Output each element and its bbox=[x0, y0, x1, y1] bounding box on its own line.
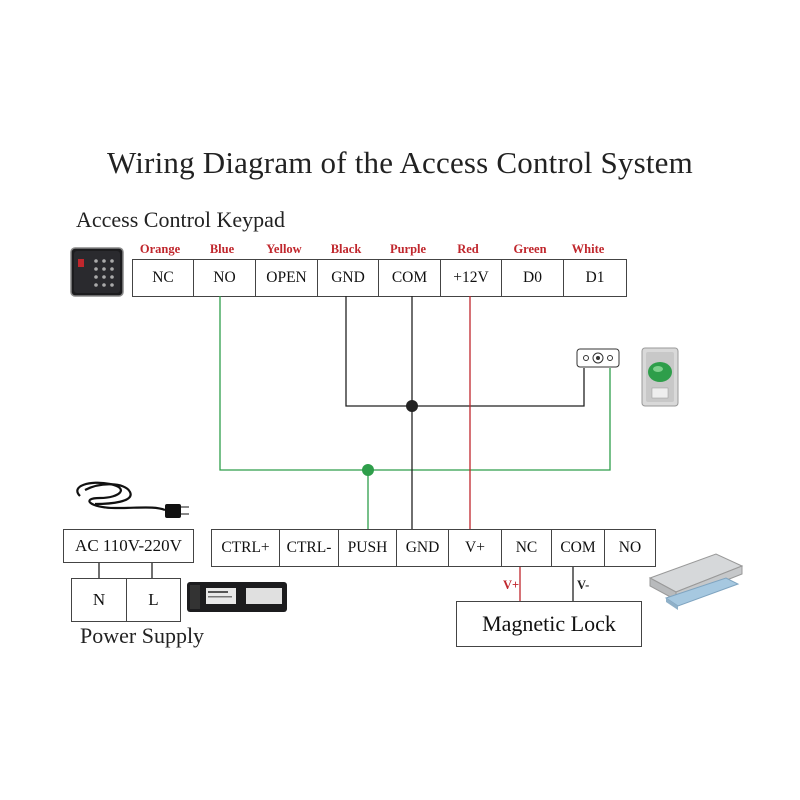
ps-terminal-l: L bbox=[148, 590, 159, 609]
black-wire-gnd bbox=[345, 296, 585, 407]
magnetic-lock-box: Magnetic Lock bbox=[456, 601, 642, 647]
power-cord-image bbox=[70, 478, 190, 528]
keypad-terminal-com: COM bbox=[379, 260, 441, 296]
controller-terminal-ctrl-plus: CTRL+ bbox=[212, 530, 280, 566]
ac-input-box: AC 110V-220V bbox=[63, 529, 194, 563]
keypad-terminal-d0: D0 bbox=[502, 260, 564, 296]
keypad-device-image bbox=[70, 247, 124, 297]
exit-button-device bbox=[640, 346, 680, 408]
keypad-terminal-d1: D1 bbox=[585, 269, 605, 286]
wire-color-green: Green bbox=[513, 242, 547, 256]
magnetic-lock-device-image bbox=[646, 548, 746, 618]
keypad-terminal-no: NO bbox=[194, 260, 256, 296]
ps-terminal-n: N bbox=[72, 579, 127, 621]
keypad-terminal-strip: NC NO OPEN GND COM +12V D0 D1 bbox=[132, 259, 627, 297]
power-supply-device-image bbox=[186, 580, 288, 614]
keypad-label: Access Control Keypad bbox=[76, 207, 285, 232]
lock-vplus-label: V+ bbox=[503, 578, 520, 592]
controller-terminal-ctrl-minus: CTRL- bbox=[280, 530, 339, 566]
controller-terminal-nc: NC bbox=[502, 530, 552, 566]
controller-terminal-vplus: V+ bbox=[449, 530, 502, 566]
keypad-terminal-gnd: GND bbox=[318, 260, 379, 296]
controller-terminal-push: PUSH bbox=[339, 530, 397, 566]
wire-color-yellow: Yellow bbox=[266, 242, 302, 256]
power-supply-terminals: N L bbox=[71, 578, 181, 622]
wire-color-purple: Purple bbox=[389, 242, 427, 256]
power-supply-label: Power Supply bbox=[80, 623, 205, 648]
black-junction bbox=[406, 400, 418, 412]
lock-vminus-label: V- bbox=[577, 578, 590, 592]
wire-color-black: Black bbox=[330, 242, 362, 256]
wire-color-orange: Orange bbox=[139, 242, 181, 256]
exit-button-terminal bbox=[576, 348, 620, 368]
wire-color-white: White bbox=[571, 242, 605, 256]
keypad-terminal-nc: NC bbox=[133, 260, 194, 296]
green-junction bbox=[362, 464, 374, 476]
diagram-title: Wiring Diagram of the Access Control Sys… bbox=[107, 145, 693, 180]
controller-terminal-gnd: GND bbox=[397, 530, 449, 566]
keypad-terminal-12v: +12V bbox=[441, 260, 502, 296]
controller-terminal-com: COM bbox=[552, 530, 605, 566]
controller-terminal-strip: CTRL+ CTRL- PUSH GND V+ NC COM NO bbox=[211, 529, 656, 567]
wire-color-red: Red bbox=[457, 242, 479, 256]
green-wire bbox=[219, 296, 611, 471]
wire-color-blue: Blue bbox=[209, 242, 235, 256]
keypad-terminal-open: OPEN bbox=[256, 260, 318, 296]
controller-terminal-no: NO bbox=[618, 539, 642, 556]
